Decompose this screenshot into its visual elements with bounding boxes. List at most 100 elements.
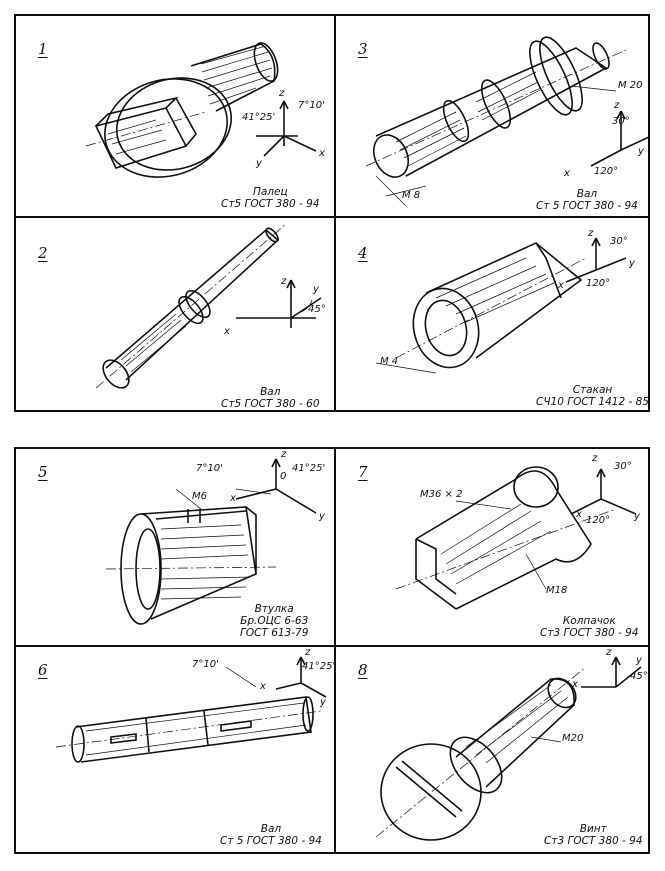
part-6-drawing: [55, 656, 327, 763]
part-name: Колпачок: [562, 615, 616, 627]
part-material: Ст3 ГОСТ 380 - 94: [544, 835, 643, 847]
panel-3-shaft: 3 M 20 M 8 30° 120° z x y Вал Ст 5 ГОСТ …: [336, 16, 650, 216]
axis-label-x: x: [564, 168, 570, 179]
angle-label: 7°10': [192, 659, 219, 670]
panel-1-finger-pin: 1 41°25' 7°10' z x y Палец Ст5 ГОСТ 380 …: [16, 16, 334, 216]
part-5-drawing: [105, 458, 317, 625]
axis-label-z: z: [592, 453, 598, 464]
part-name: Вал: [260, 386, 281, 398]
dimension-label: M 20: [618, 80, 643, 91]
axis-label-x: x: [224, 326, 230, 337]
angle-label: 7°10': [196, 463, 223, 474]
panel-number: 4: [358, 244, 368, 262]
axis-label-y: y: [636, 655, 642, 666]
panel-8-screw: 8 M20 45° z y x Винт Ст3 ГОСТ 380 - 94: [336, 647, 650, 854]
angle-label: 41°25': [292, 463, 326, 474]
part-4-drawing: [375, 237, 627, 374]
axis-label-y: y: [256, 158, 262, 169]
part-material: СЧ10 ГОСТ 1412 - 85: [536, 396, 649, 408]
axis-label-z: z: [305, 647, 311, 658]
part-2-drawing: [95, 223, 322, 389]
axis-label-z: z: [281, 449, 287, 460]
dimension-label: M6: [192, 491, 207, 502]
sheet-divider-vertical: [334, 16, 336, 410]
panel-number: 5: [38, 463, 48, 481]
part-1-drawing: [85, 42, 317, 178]
sheet-divider-vertical: [334, 449, 336, 852]
axis-label-y: y: [319, 511, 325, 522]
axis-label-z: z: [614, 100, 620, 111]
angle-label: 41°25': [242, 112, 276, 123]
axis-label-x: x: [572, 679, 578, 690]
part-caption: Винт Ст3 ГОСТ 380 - 94: [544, 823, 643, 847]
part-name: Палец: [252, 186, 288, 198]
angle-label: 30°: [612, 116, 630, 127]
part-name: Вал: [260, 823, 282, 835]
part-standard: ГОСТ 613-79: [240, 627, 309, 639]
dimension-label: M36 × 2: [420, 489, 463, 500]
part-caption: Вал Ст5 ГОСТ 380 - 60: [221, 386, 320, 410]
angle-label: 45°: [308, 304, 326, 315]
angle-label: 30°: [610, 236, 628, 247]
part-name: Стакан: [572, 384, 613, 396]
panel-6-shaft: 6 7°10' 41°25' z x y Вал Ст 5 ГОСТ 380 -…: [16, 647, 336, 854]
part-caption: Стакан СЧ10 ГОСТ 1412 - 85: [536, 384, 649, 408]
dimension-label: M 8: [402, 190, 421, 201]
panel-number: 2: [38, 244, 48, 262]
panel-4-sleeve-cup: 4 30° 120° M 4 z x y Стакан СЧ10 ГОСТ 14…: [336, 218, 650, 412]
axis-label-z: z: [281, 276, 287, 287]
axis-label-z: z: [279, 88, 285, 99]
angle-label: 120°: [594, 166, 619, 177]
axis-label-x: x: [558, 280, 564, 291]
axis-label-y: y: [629, 258, 635, 269]
axis-label-x: x: [576, 509, 582, 520]
dimension-label: M 4: [380, 356, 399, 367]
panel-number: 7: [358, 463, 368, 481]
angle-label: 30°: [614, 461, 632, 472]
axis-label-y: y: [320, 697, 326, 708]
panel-number: 6: [38, 661, 48, 679]
dimension-label: M20: [562, 733, 584, 744]
angle-label: 41°25': [302, 661, 336, 672]
axis-label-x: x: [230, 493, 236, 504]
part-caption: Палец Ст5 ГОСТ 380 - 94: [221, 186, 320, 210]
part-name: Втулка: [254, 603, 294, 615]
axis-label-y: y: [313, 284, 319, 295]
sheet-divider-horizontal: [16, 216, 648, 218]
origin-label: 0: [280, 471, 287, 482]
part-caption: Вал Ст 5 ГОСТ 380 - 94: [536, 188, 638, 212]
panel-2-shaft: 2 45° z y x Вал Ст5 ГОСТ 380 - 60: [16, 218, 334, 412]
part-material: Ст3 ГОСТ 380 - 94: [540, 627, 639, 639]
angle-label: 120°: [586, 278, 611, 289]
part-3-drawing: [365, 36, 650, 207]
axis-label-y: y: [638, 146, 644, 157]
part-name: Винт: [579, 823, 607, 835]
panel-5-bushing: 5 7°10' 41°25' M6 z x y 0 Втулка Бр.ОЦС …: [16, 449, 334, 645]
angle-label: 120°: [586, 515, 611, 526]
part-caption: Колпачок Ст3 ГОСТ 380 - 94: [540, 615, 639, 639]
part-material: Ст 5 ГОСТ 380 - 94: [220, 835, 322, 847]
part-material: Ст5 ГОСТ 380 - 60: [221, 398, 320, 410]
axis-label-x: x: [319, 148, 325, 159]
panel-7-cap: 7 M36 × 2 M18 30° 120° z x y Колпачок Ст…: [336, 449, 650, 645]
part-material: Бр.ОЦС 6-63: [240, 615, 309, 627]
sheet-divider-horizontal: [16, 645, 648, 647]
axis-label-z: z: [588, 228, 594, 239]
axis-label-y: y: [634, 511, 640, 522]
part-material: Ст5 ГОСТ 380 - 94: [221, 198, 320, 210]
panel-number: 3: [358, 40, 368, 58]
part-caption: Вал Ст 5 ГОСТ 380 - 94: [220, 823, 322, 847]
panel-number: 1: [38, 40, 48, 58]
angle-label: 45°: [630, 671, 648, 682]
angle-label: 7°10': [298, 100, 325, 111]
part-name: Вал: [576, 188, 598, 200]
axis-label-x: x: [260, 681, 266, 692]
axis-label-z: z: [606, 647, 612, 658]
dimension-label: M18: [546, 585, 568, 596]
part-7-drawing: [395, 466, 637, 610]
part-8-drawing: [375, 656, 642, 841]
part-caption: Втулка Бр.ОЦС 6-63 ГОСТ 613-79: [240, 603, 308, 639]
drawing-sheet-top: 1 41°25' 7°10' z x y Палец Ст5 ГОСТ 380 …: [14, 14, 650, 412]
panel-number: 8: [358, 661, 368, 679]
part-material: Ст 5 ГОСТ 380 - 94: [536, 200, 638, 212]
